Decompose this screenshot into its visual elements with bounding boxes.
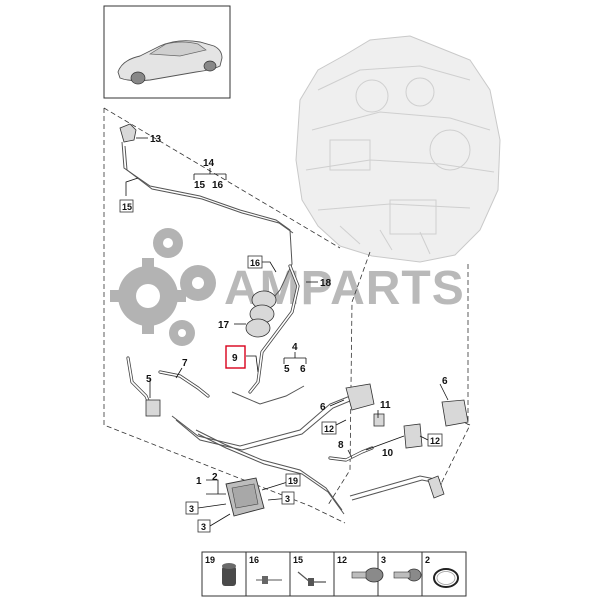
cable-tie-icon	[297, 571, 326, 586]
callouts: 13 14 15 16 15 16 18 17 7 9 4 5 6 5 6 11…	[119, 134, 448, 533]
callout-3-boxed: 3	[201, 522, 206, 532]
callout-6: 6	[442, 376, 448, 387]
rubber-grommet-icon	[222, 563, 236, 586]
callout-12-boxed: 12	[324, 424, 334, 434]
callout-13: 13	[150, 134, 162, 145]
bracket-6	[345, 383, 375, 411]
gear-icon	[110, 258, 186, 334]
end-fitting	[427, 475, 445, 499]
callout-2: 2	[212, 472, 218, 483]
callout-box-15	[119, 199, 134, 213]
callout-1: 1	[196, 476, 202, 487]
callout-16: 16	[212, 180, 224, 191]
callout-11: 11	[380, 400, 391, 411]
callout-box-3	[281, 491, 295, 505]
legend-cell-num: 3	[381, 555, 386, 565]
hardware-legend: 19 16 15 12 3 2	[201, 551, 467, 597]
callout-box-19	[285, 473, 301, 487]
pump-1	[225, 477, 265, 517]
callout-5: 5	[284, 364, 290, 375]
callout-box-3	[185, 501, 199, 515]
callout-10: 10	[382, 448, 394, 459]
callout-3-boxed: 3	[189, 504, 194, 514]
legend-cell-num: 16	[249, 555, 259, 565]
valve-6	[441, 399, 469, 427]
callout-7: 7	[182, 358, 188, 369]
callout-6: 6	[320, 402, 326, 413]
legend-cell-num: 2	[425, 555, 430, 565]
callout-17: 17	[218, 320, 230, 331]
callout-3-boxed: 3	[285, 494, 290, 504]
highlight-box-9	[225, 345, 246, 369]
screw-icon	[393, 568, 422, 582]
o-ring-icon	[433, 568, 459, 588]
callout-15: 15	[194, 180, 206, 191]
callout-box-16	[247, 255, 263, 269]
callout-18: 18	[320, 278, 332, 289]
callout-19-boxed: 19	[288, 476, 298, 486]
callout-6: 6	[300, 364, 306, 375]
callout-box-12	[321, 421, 337, 435]
callout-14: 14	[203, 158, 215, 169]
callout-9: 9	[232, 353, 238, 364]
callout-15-boxed: 15	[122, 202, 132, 212]
callout-12-boxed: 12	[430, 436, 440, 446]
gear-icon	[169, 320, 195, 346]
callout-5: 5	[146, 374, 152, 385]
hose-clamp-icon	[256, 576, 282, 584]
callout-box-12	[427, 433, 443, 447]
callout-box-3	[197, 519, 211, 533]
gear-icon	[153, 228, 183, 258]
legend-cell-num: 12	[337, 555, 347, 565]
clip-11	[373, 413, 385, 427]
vehicle-thumbnail	[103, 5, 231, 99]
callout-4: 4	[292, 342, 298, 353]
car-icon	[117, 40, 223, 85]
flange-bolt-icon	[351, 567, 384, 583]
gear-icon	[180, 265, 216, 301]
parts	[119, 123, 469, 517]
connector-13	[119, 123, 137, 143]
callout-8: 8	[338, 440, 344, 451]
damper-17	[245, 290, 277, 338]
legend-cell-num: 19	[205, 555, 215, 565]
legend-cell-num: 15	[293, 555, 303, 565]
connector-5	[145, 399, 161, 417]
engine-illustration	[295, 35, 501, 263]
valve-10	[403, 423, 423, 449]
callout-16-boxed: 16	[250, 258, 260, 268]
